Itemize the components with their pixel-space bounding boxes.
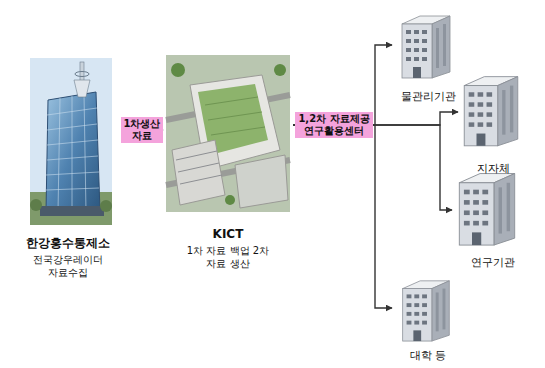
kict-building-picture (166, 55, 290, 212)
institution-building-pictures (403, 281, 450, 341)
node-caption: 1차 자료 백업 2차 자료 생산 (186, 245, 270, 270)
node-name: 지자체 (477, 162, 510, 176)
edge-label: 1,2차 자료제공 연구활용센터 (295, 112, 373, 138)
institution-building-pictures (459, 174, 514, 246)
institution-building-pictures (402, 16, 518, 341)
kict-building-picture (274, 64, 286, 76)
kict-building-picture (176, 151, 222, 184)
flood-control-tower-picture (40, 206, 104, 216)
node-caption: 전국강우레이더 자료수집 (26, 254, 110, 279)
kict-building-picture (205, 97, 265, 135)
building-node: 한강홍수통제소전국강우레이더 자료수집 (15, 55, 121, 281)
flood-control-tower-picture (46, 94, 99, 212)
flood-control-tower-picture (100, 200, 112, 212)
building-node: 대학 등 (392, 273, 464, 365)
flood-control-tower-picture (46, 92, 100, 212)
flood-control-tower-picture (30, 199, 42, 211)
kict-building-picture (171, 63, 185, 77)
flood-control-tower-picture (74, 80, 90, 97)
kict-building-picture (235, 155, 288, 208)
node-name: 물관리기관 (401, 90, 456, 104)
kict-building-picture (166, 55, 290, 212)
node-name: KICT (213, 227, 244, 242)
node-name: 한강홍수통제소 (26, 236, 110, 251)
building-node: 물관리기관 (392, 8, 464, 106)
node-name: 연구기관 (471, 256, 515, 270)
building-node: 연구기관 (452, 162, 534, 272)
building-node: 지자체 (458, 66, 528, 178)
institution-building-pictures (402, 16, 450, 78)
flood-control-tower-picture (30, 58, 112, 225)
institution-building-pictures (464, 77, 518, 146)
node-name: 대학 등 (410, 349, 447, 363)
kict-building-picture (225, 195, 235, 205)
flood-control-tower-picture (75, 72, 89, 77)
building-node: KICT 1차 자료 백업 2차 자료 생산 (163, 50, 293, 272)
kict-building-picture (172, 140, 225, 205)
flood-control-tower-picture (30, 58, 112, 225)
edge-label: 1차생산 자료 (121, 117, 163, 143)
flow-arrow (293, 125, 392, 308)
